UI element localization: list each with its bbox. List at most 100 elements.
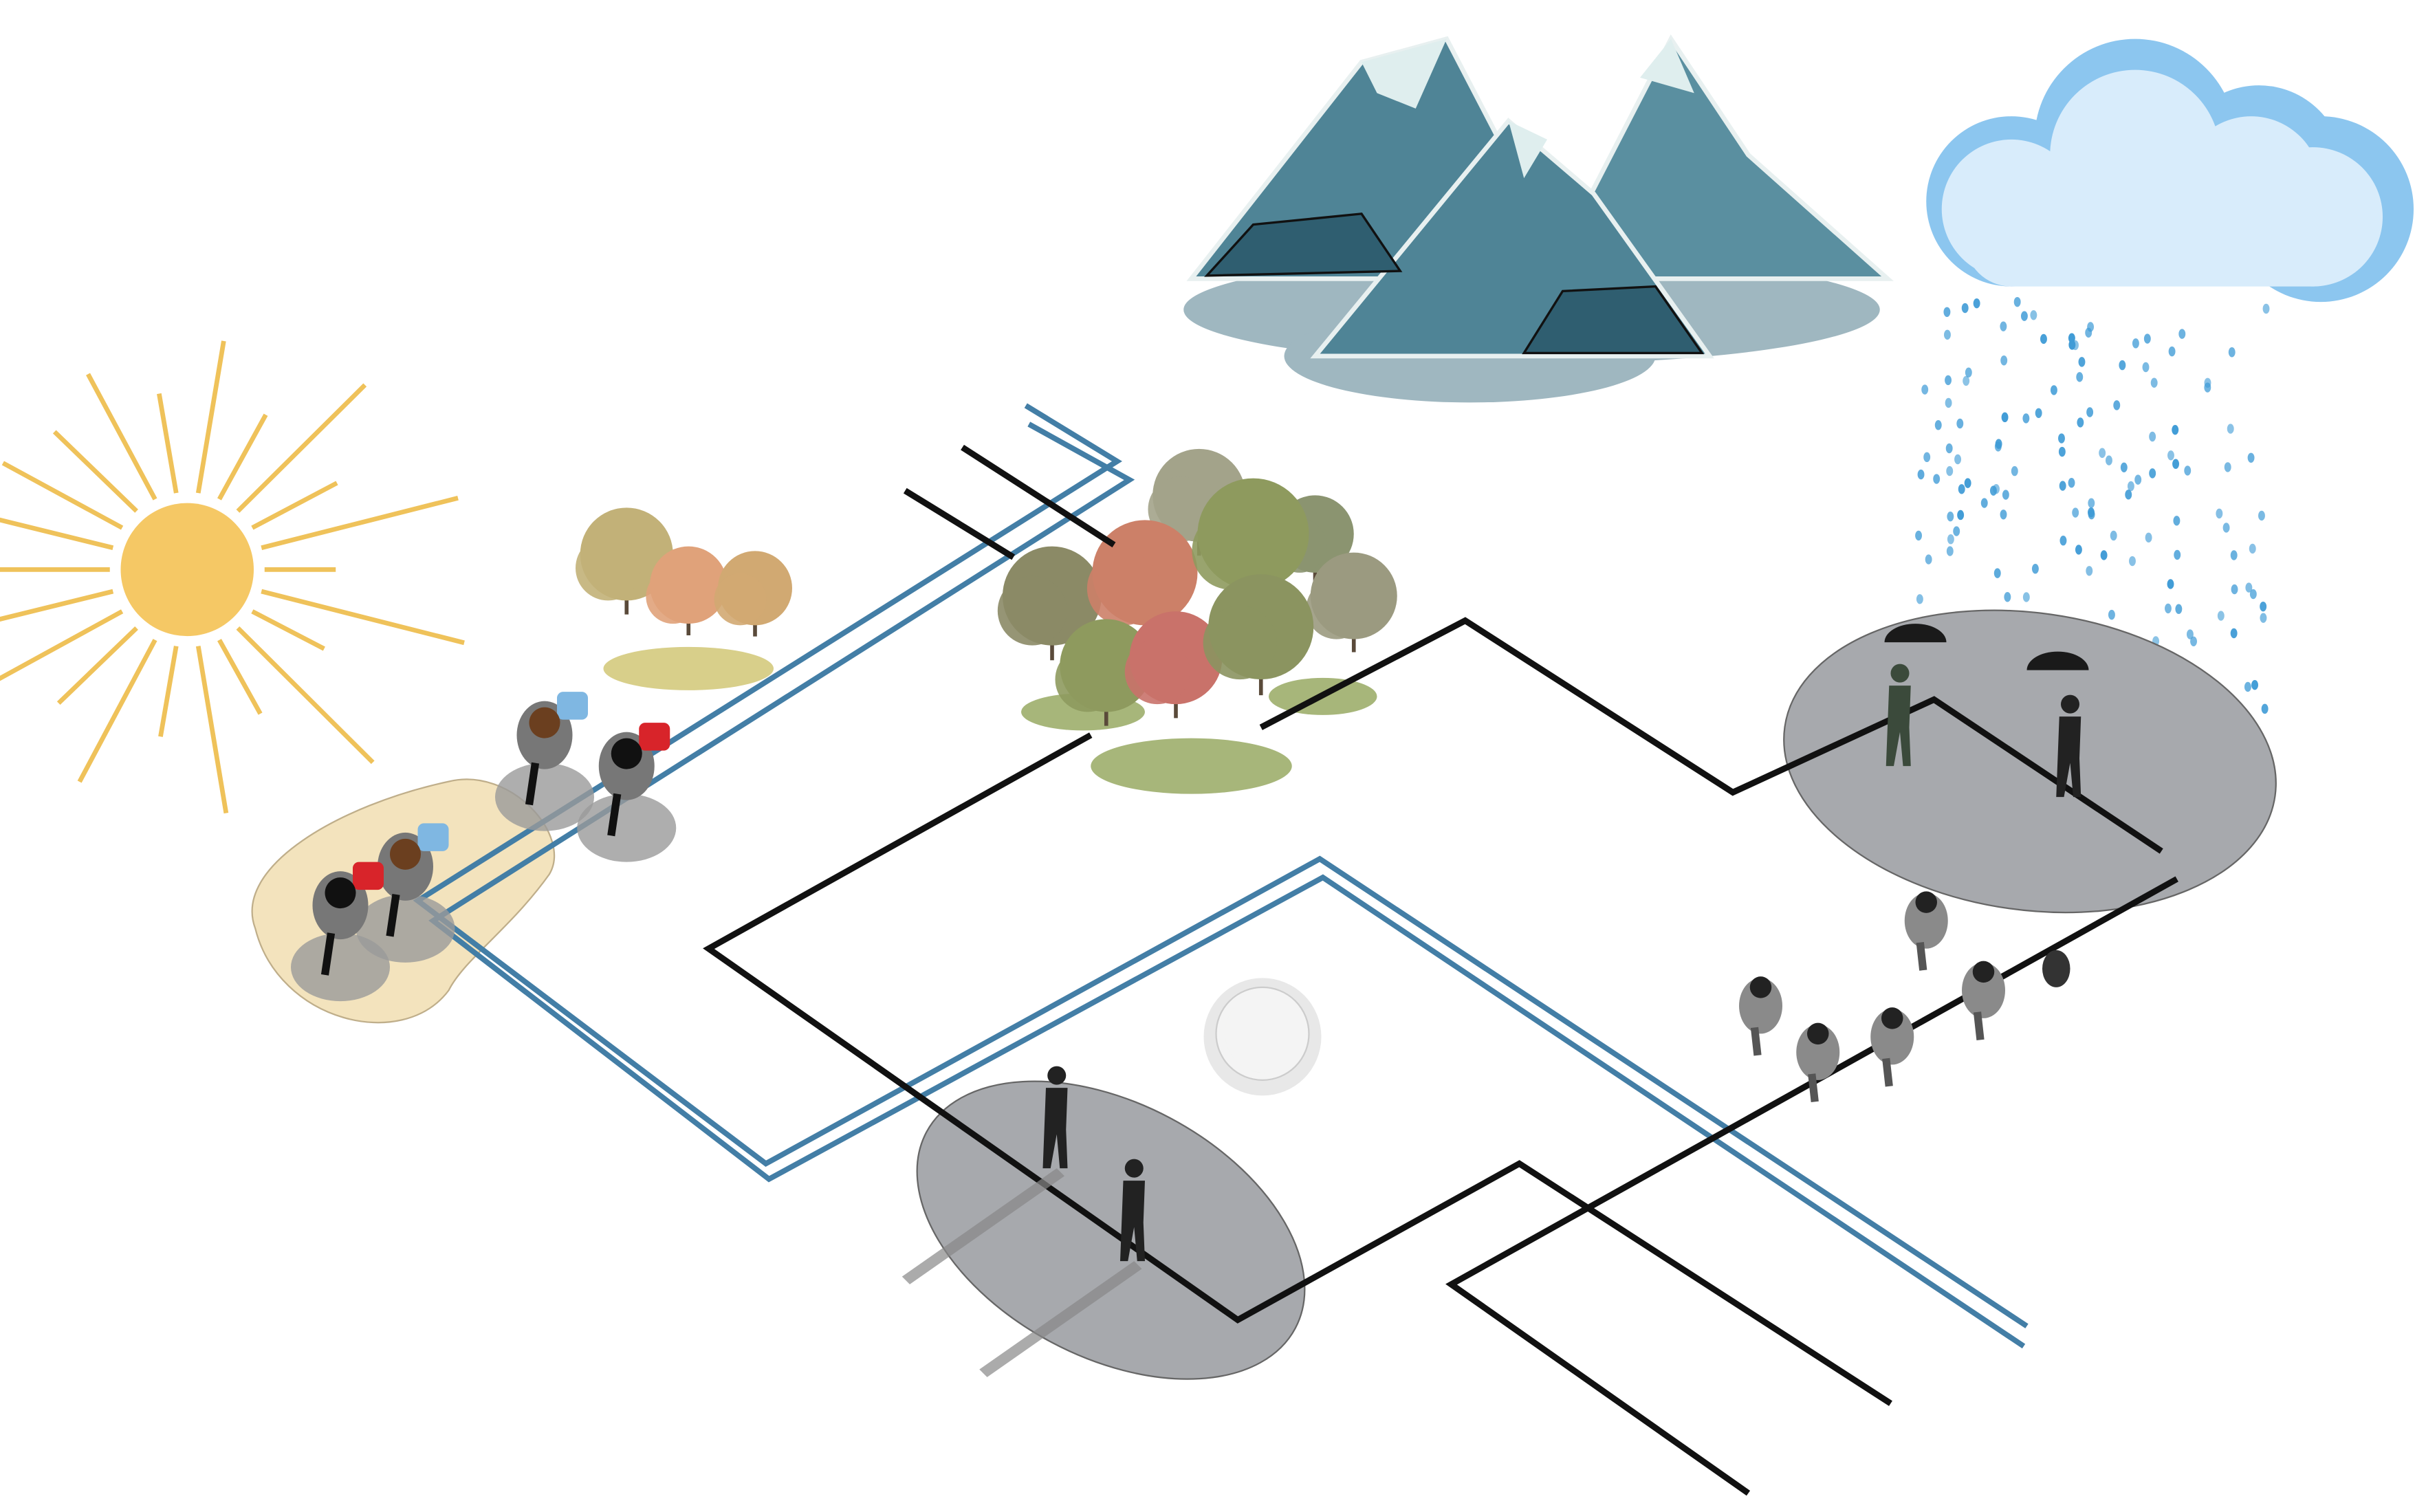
person-icon bbox=[979, 1159, 1145, 1377]
tree-foliage bbox=[1306, 578, 1367, 639]
raindrop bbox=[1944, 329, 1951, 340]
sun-ray bbox=[157, 393, 179, 494]
walker-head bbox=[1915, 891, 1937, 913]
black-route bbox=[703, 444, 2178, 1496]
raindrop bbox=[2002, 490, 2009, 500]
hiker-leg bbox=[525, 762, 540, 806]
raindrop bbox=[2022, 413, 2030, 424]
rain-cloud-icon bbox=[1926, 39, 2414, 303]
raindrop bbox=[2105, 455, 2112, 465]
sun-ray bbox=[77, 639, 157, 783]
raindrop bbox=[2108, 609, 2115, 620]
raindrop bbox=[1958, 484, 1965, 494]
person-body bbox=[1042, 1088, 1068, 1169]
raindrop bbox=[2132, 338, 2139, 349]
tree-foliage bbox=[576, 535, 641, 601]
raindrop bbox=[2011, 465, 2018, 476]
sun-ray bbox=[236, 626, 375, 765]
raindrop bbox=[2258, 510, 2265, 521]
raindrop bbox=[1947, 534, 1954, 545]
sun-ray bbox=[86, 373, 157, 501]
raindrop bbox=[2050, 385, 2057, 395]
tree-foliage bbox=[646, 569, 701, 624]
raindrop bbox=[1957, 510, 1965, 521]
raindrop bbox=[2001, 412, 2009, 423]
raindrop bbox=[2261, 703, 2269, 714]
sun-disc bbox=[120, 503, 254, 637]
blue-route bbox=[413, 403, 2029, 1349]
raindrop bbox=[2165, 603, 2172, 614]
person-body bbox=[2056, 716, 2081, 798]
raindrop bbox=[2059, 481, 2066, 491]
raindrop bbox=[2228, 347, 2236, 358]
person-body bbox=[1886, 686, 1911, 767]
raindrop bbox=[2184, 465, 2192, 476]
raindrop bbox=[2142, 362, 2150, 373]
raindrop bbox=[2134, 474, 2142, 485]
backpack-icon bbox=[353, 862, 384, 890]
raindrop bbox=[2068, 333, 2075, 343]
walker-icon bbox=[1796, 1022, 1840, 1102]
raindrop bbox=[1973, 298, 1980, 309]
sun-ray bbox=[251, 481, 338, 530]
walker-leg bbox=[1808, 1073, 1819, 1102]
raindrop bbox=[2222, 523, 2230, 533]
walker-leg bbox=[1916, 942, 1927, 971]
walker-head bbox=[1972, 961, 1995, 983]
raindrop bbox=[1965, 367, 1972, 377]
walker-icon bbox=[1962, 961, 2005, 1040]
raindrop bbox=[2078, 357, 2086, 367]
raindrop bbox=[2000, 355, 2008, 366]
sun-ray bbox=[217, 413, 268, 501]
raindrop bbox=[2149, 431, 2156, 442]
raindrop bbox=[2013, 296, 2021, 307]
raindrop bbox=[2172, 424, 2179, 435]
raindrop bbox=[2178, 329, 2186, 339]
tree-foliage bbox=[1086, 551, 1161, 626]
raindrop bbox=[2173, 516, 2181, 526]
walker-leg bbox=[1973, 1011, 1985, 1040]
person-icon bbox=[901, 1066, 1068, 1284]
raindrop bbox=[2000, 510, 2007, 520]
raindrop bbox=[2085, 327, 2092, 338]
hiker-head bbox=[390, 838, 421, 870]
hiker-icon bbox=[577, 723, 677, 862]
raindrop bbox=[2120, 462, 2128, 473]
tree-cluster-small bbox=[576, 507, 792, 690]
raindrop bbox=[2086, 566, 2093, 576]
hiker-shadow bbox=[291, 933, 390, 1002]
backpack-icon bbox=[639, 723, 670, 751]
raindrop bbox=[1945, 375, 1952, 386]
raindrop bbox=[2058, 433, 2065, 443]
raindrop bbox=[2099, 448, 2106, 458]
hiker-shadow bbox=[495, 763, 594, 831]
raindrop bbox=[1943, 307, 1951, 317]
raindrop bbox=[2077, 417, 2084, 428]
sun-ray bbox=[158, 646, 179, 737]
raindrop bbox=[2174, 549, 2181, 560]
raindrop bbox=[2075, 545, 2082, 555]
raindrop bbox=[2217, 611, 2225, 621]
raindrop bbox=[1956, 418, 1964, 429]
hiker-icon bbox=[356, 823, 455, 963]
raindrop bbox=[2035, 408, 2042, 418]
walker-body bbox=[1904, 892, 1948, 949]
raindrop bbox=[1934, 420, 1942, 430]
hiker-head bbox=[325, 877, 356, 909]
raindrop bbox=[1925, 554, 1932, 565]
raindrop bbox=[2088, 509, 2095, 520]
sun-ray bbox=[251, 609, 325, 651]
sun-ray bbox=[217, 639, 263, 715]
hiker-head bbox=[611, 738, 642, 769]
grass-patch bbox=[603, 646, 774, 690]
raindrop bbox=[2068, 478, 2075, 488]
raindrop bbox=[1923, 452, 1931, 463]
people bbox=[291, 624, 2089, 1377]
walker-body bbox=[1962, 962, 2005, 1018]
umbrella-icon bbox=[1884, 624, 1947, 643]
raindrop bbox=[2216, 508, 2223, 519]
sun-ray bbox=[56, 626, 138, 705]
tree-foliage bbox=[1124, 639, 1190, 705]
walker-leg bbox=[1882, 1058, 1893, 1087]
